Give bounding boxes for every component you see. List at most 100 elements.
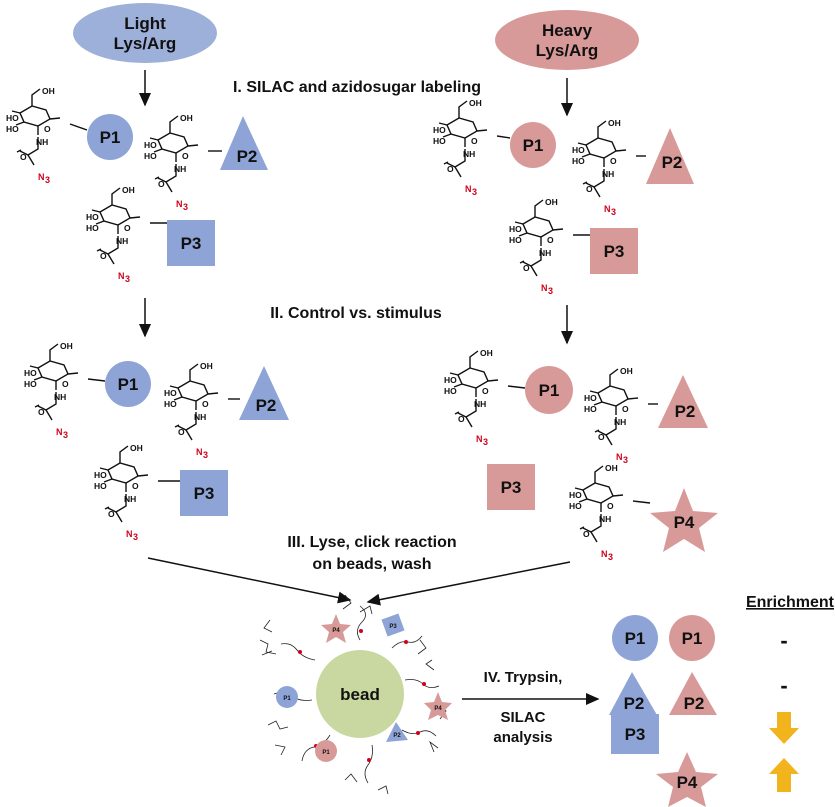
svg-text:HO: HO <box>584 404 597 414</box>
svg-text:3: 3 <box>611 207 616 217</box>
svg-text:O: O <box>471 136 478 146</box>
light-label-line1: Light <box>124 14 166 33</box>
result-p1-light <box>612 615 658 661</box>
bead-p1-label-blue: P1 <box>283 696 291 702</box>
svg-text:3: 3 <box>623 455 628 465</box>
heavy-stimulus-p3-unlabeled: P3 <box>487 464 535 510</box>
result-p2-light-label: P2 <box>624 694 645 713</box>
p4-star <box>650 488 718 552</box>
result-p1-heavy-label: P1 <box>682 629 703 648</box>
result-p2-heavy <box>669 672 717 715</box>
svg-text:N: N <box>541 283 548 293</box>
svg-text:HO: HO <box>433 125 446 135</box>
p1-circle <box>105 361 151 407</box>
p2-label: P2 <box>237 147 258 166</box>
svg-text:NH: NH <box>599 514 611 524</box>
svg-text:HO: HO <box>569 501 582 511</box>
svg-text:HO: HO <box>144 140 157 150</box>
svg-text:HO: HO <box>509 235 522 245</box>
bead-p2-triangle <box>386 722 408 742</box>
svg-text:O: O <box>124 223 131 233</box>
svg-text:O: O <box>523 263 530 273</box>
svg-text:3: 3 <box>472 187 477 197</box>
bead-p1-circle-red <box>315 740 337 762</box>
p1-label: P1 <box>100 128 121 147</box>
p1-label: P1 <box>523 136 544 155</box>
p2-triangle <box>239 366 289 420</box>
heavy-to-bead-arrow <box>366 561 571 606</box>
svg-text:OH: OH <box>480 348 493 358</box>
bead-circle <box>316 650 404 738</box>
results-panel: P1 P1 P2 P2 P3 P4 Enrichment - - <box>609 594 835 807</box>
step4-label-line3: analysis <box>493 729 552 746</box>
svg-text:3: 3 <box>203 450 208 460</box>
svg-text:3: 3 <box>45 175 50 185</box>
p2-label: P2 <box>662 153 683 172</box>
svg-text:3: 3 <box>133 532 138 542</box>
svg-text:HO: HO <box>444 386 457 396</box>
svg-text:O: O <box>178 427 185 437</box>
result-p3-light <box>611 714 659 754</box>
bead-p4-label-right: P4 <box>434 706 442 712</box>
svg-text:O: O <box>100 251 107 261</box>
svg-text:NH: NH <box>614 417 626 427</box>
svg-text:NH: NH <box>194 412 206 422</box>
result-p2-light <box>609 672 657 715</box>
svg-text:NH: NH <box>463 149 475 159</box>
svg-text:HO: HO <box>6 124 19 134</box>
bead-assembly: bead P4 P3 P4 P1 P1 P2 <box>259 594 452 795</box>
svg-text:HO: HO <box>572 156 585 166</box>
svg-text:NH: NH <box>54 392 66 402</box>
svg-text:O: O <box>598 432 605 442</box>
p3-square <box>180 470 228 516</box>
p3-square <box>487 464 535 510</box>
result-p1-heavy <box>669 615 715 661</box>
bead-p2-label: P2 <box>393 733 401 739</box>
svg-text:HO: HO <box>509 224 522 234</box>
svg-text:N: N <box>465 184 472 194</box>
svg-text:HO: HO <box>94 470 107 480</box>
svg-text:OH: OH <box>605 463 618 473</box>
p3-label: P3 <box>501 478 522 497</box>
result-p4-heavy <box>656 752 718 807</box>
svg-text:O: O <box>44 124 51 134</box>
svg-text:O: O <box>202 399 209 409</box>
svg-text:HO: HO <box>164 388 177 398</box>
result-p3-light-label: P3 <box>625 725 646 744</box>
svg-text:NH: NH <box>474 399 486 409</box>
svg-text:N: N <box>476 434 483 444</box>
svg-text:N: N <box>126 529 133 539</box>
result-p1-light-label: P1 <box>625 629 646 648</box>
step4-label-line1: IV. Trypsin, <box>484 669 563 686</box>
svg-text:OH: OH <box>42 86 55 96</box>
bead-p3-label: P3 <box>389 624 397 630</box>
p1-circle <box>510 122 556 168</box>
step1-label: I. SILAC and azidosugar labeling <box>233 79 481 96</box>
svg-text:O: O <box>547 235 554 245</box>
p3-square <box>167 220 215 266</box>
svg-text:HO: HO <box>444 375 457 385</box>
svg-text:OH: OH <box>469 98 482 108</box>
heavy-label-oval <box>495 10 639 70</box>
svg-text:O: O <box>158 179 165 189</box>
bead-p3-square <box>381 613 405 637</box>
svg-text:OH: OH <box>620 366 633 376</box>
enrichment-header: Enrichment <box>746 594 835 611</box>
svg-text:HO: HO <box>572 145 585 155</box>
svg-text:OH: OH <box>608 118 621 128</box>
svg-text:N: N <box>616 452 623 462</box>
svg-text:HO: HO <box>144 151 157 161</box>
svg-text:O: O <box>20 152 27 162</box>
svg-text:NH: NH <box>124 494 136 504</box>
svg-text:N: N <box>604 204 611 214</box>
svg-text:3: 3 <box>125 274 130 284</box>
svg-text:O: O <box>182 151 189 161</box>
